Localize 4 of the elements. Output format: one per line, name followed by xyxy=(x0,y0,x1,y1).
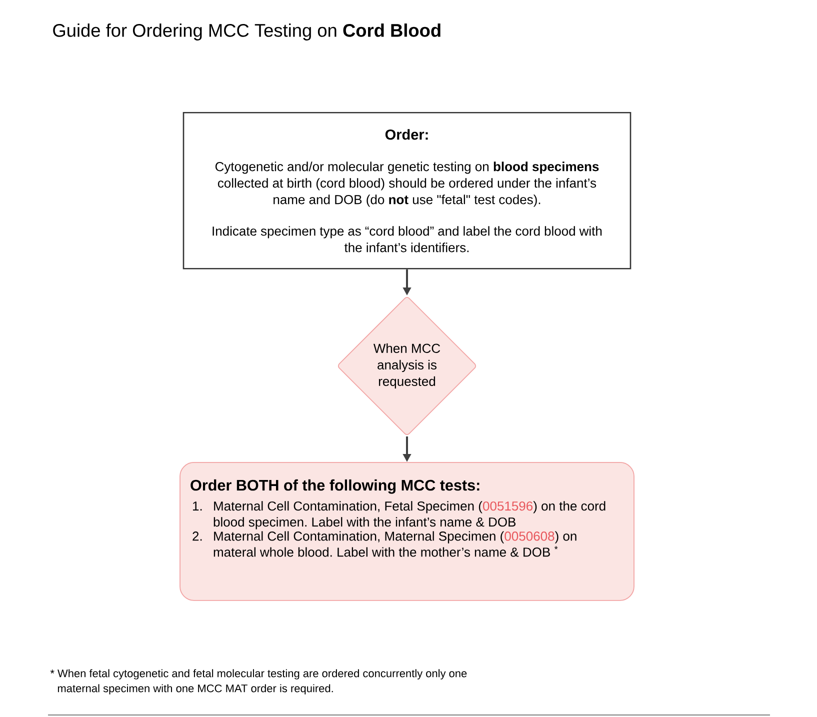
footnote: * When fetal cytogenetic and fetal molecular testing are ordered concurrently only one maternal specimen with one MCC MAT order is required. xyxy=(50,669,467,694)
rounded-box: Order BOTH of the following MCC tests: 1. Maternal Cell Contamination, Fetal Specimen (0051596) on the cord blood specimen. Label with the infant’s name & DOB 2. Maternal Cell Contamination, Maternal Specimen (0050608) on materal whole blood. Label with the mother’s name & DOB $^{*}$ xyxy=(180,462,634,601)
process-box: Order: Cytogenetic and/or molecular genetic testing on blood specimens collected at birth (cord blood) should be ordered under the infant’s name and DOB (do not use "fetal" test codes). Indicate specimen type as “cord blood” and label the cord blood with the infant’s identifiers. xyxy=(182,112,632,270)
title: Guide for Ordering MCC Testing on Cord Blood xyxy=(53,24,440,40)
